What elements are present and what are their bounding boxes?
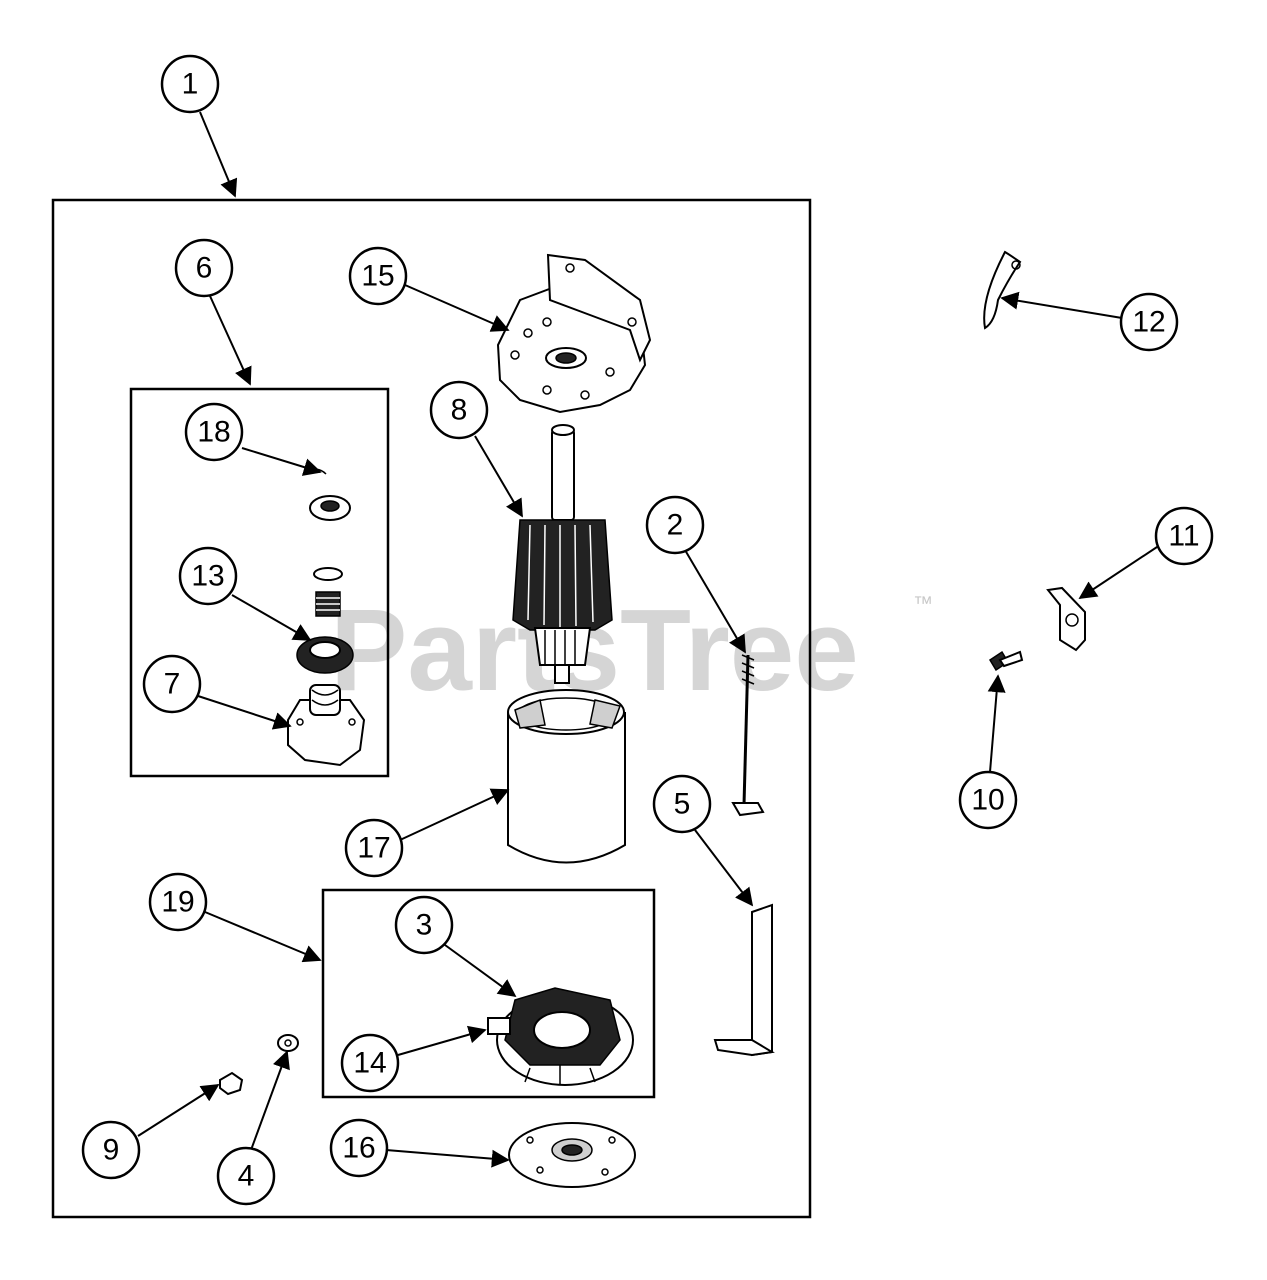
- callout-10[interactable]: 10: [958, 770, 1018, 830]
- callout-2[interactable]: 2: [645, 495, 705, 555]
- callout-label: 4: [238, 1160, 255, 1193]
- callout-label: 12: [1132, 306, 1165, 339]
- callout-label: 15: [361, 260, 394, 293]
- leader-9: [137, 1084, 220, 1137]
- end-cap-bracket-part: [496, 253, 652, 414]
- callout-label: 8: [451, 394, 468, 427]
- callout-1[interactable]: 1: [160, 54, 220, 114]
- callout-17[interactable]: 17: [344, 818, 404, 878]
- leader-18: [241, 447, 322, 476]
- callout-19[interactable]: 19: [148, 872, 208, 932]
- callout-3[interactable]: 3: [394, 895, 454, 955]
- armature-part: [512, 424, 613, 684]
- drive-housing-part: [287, 684, 366, 767]
- leader-12: [1000, 291, 1123, 319]
- through-bolt-part: [731, 654, 765, 817]
- callout-9[interactable]: 9: [81, 1120, 141, 1180]
- callout-13[interactable]: 13: [178, 546, 238, 606]
- end-plate-part: [508, 1122, 636, 1188]
- watermark: PartsTree ™: [330, 585, 933, 715]
- washer-part: [277, 1034, 299, 1052]
- leader-4: [250, 1050, 290, 1151]
- callout-14[interactable]: 14: [340, 1033, 400, 1093]
- leader-13: [231, 594, 312, 641]
- leader-17: [399, 788, 510, 841]
- leader-6: [209, 295, 252, 386]
- callout-label: 14: [353, 1047, 386, 1080]
- leader-15: [404, 284, 510, 332]
- callout-7[interactable]: 7: [142, 654, 202, 714]
- callout-label: 1: [182, 68, 199, 101]
- collar-part: [309, 495, 351, 521]
- tab-bracket-part: [1046, 586, 1086, 652]
- callout-label: 5: [674, 788, 691, 821]
- leader-8: [474, 435, 523, 518]
- pinion-gear-part: [296, 636, 354, 674]
- nut-part: [219, 1071, 244, 1096]
- callout-16[interactable]: 16: [329, 1118, 389, 1178]
- leader-1: [199, 111, 238, 198]
- callout-4[interactable]: 4: [216, 1146, 276, 1206]
- callout-8[interactable]: 8: [429, 380, 489, 440]
- screw-part: [988, 650, 1024, 672]
- leader-16: [385, 1149, 510, 1168]
- leader-14: [397, 1025, 487, 1056]
- callout-6[interactable]: 6: [174, 238, 234, 298]
- strap-bracket-part: [713, 903, 775, 1057]
- callouts: 1 2 3 4 5 6 7 8 9 10 11 12 13 14 15 16 1…: [81, 54, 1214, 1206]
- callout-label: 18: [197, 416, 230, 449]
- leader-lines: [137, 111, 1161, 1168]
- callout-label: 10: [971, 784, 1004, 817]
- callout-label: 6: [196, 252, 213, 285]
- assembly-frame: [51, 198, 812, 1219]
- leader-2: [684, 549, 746, 654]
- spring-part: [313, 567, 343, 617]
- callout-label: 11: [1168, 520, 1199, 553]
- drive-subassembly-frame: [129, 387, 390, 778]
- callout-label: 3: [416, 909, 433, 942]
- leader-11: [1078, 544, 1161, 599]
- brush-holder-part: [487, 987, 634, 1086]
- callout-15[interactable]: 15: [348, 246, 408, 306]
- callout-label: 9: [103, 1134, 120, 1167]
- callout-12[interactable]: 12: [1119, 292, 1179, 352]
- callout-label: 17: [357, 832, 390, 865]
- callout-label: 13: [191, 560, 224, 593]
- leader-7: [197, 695, 292, 730]
- callout-label: 19: [161, 886, 194, 919]
- leader-19: [204, 911, 322, 963]
- clip-part: [983, 250, 1022, 330]
- callout-label: 2: [667, 509, 684, 542]
- callout-11[interactable]: 11: [1154, 506, 1214, 566]
- callout-5[interactable]: 5: [652, 774, 712, 834]
- brush-subassembly-frame: [321, 888, 656, 1099]
- callout-label: 7: [164, 668, 181, 701]
- callout-label: 16: [342, 1132, 375, 1165]
- leader-3: [444, 944, 517, 998]
- callout-18[interactable]: 18: [184, 402, 244, 462]
- leader-5: [694, 829, 754, 907]
- leader-10: [987, 674, 1006, 773]
- motor-housing-part: [507, 689, 626, 864]
- watermark-trademark: ™: [913, 593, 933, 615]
